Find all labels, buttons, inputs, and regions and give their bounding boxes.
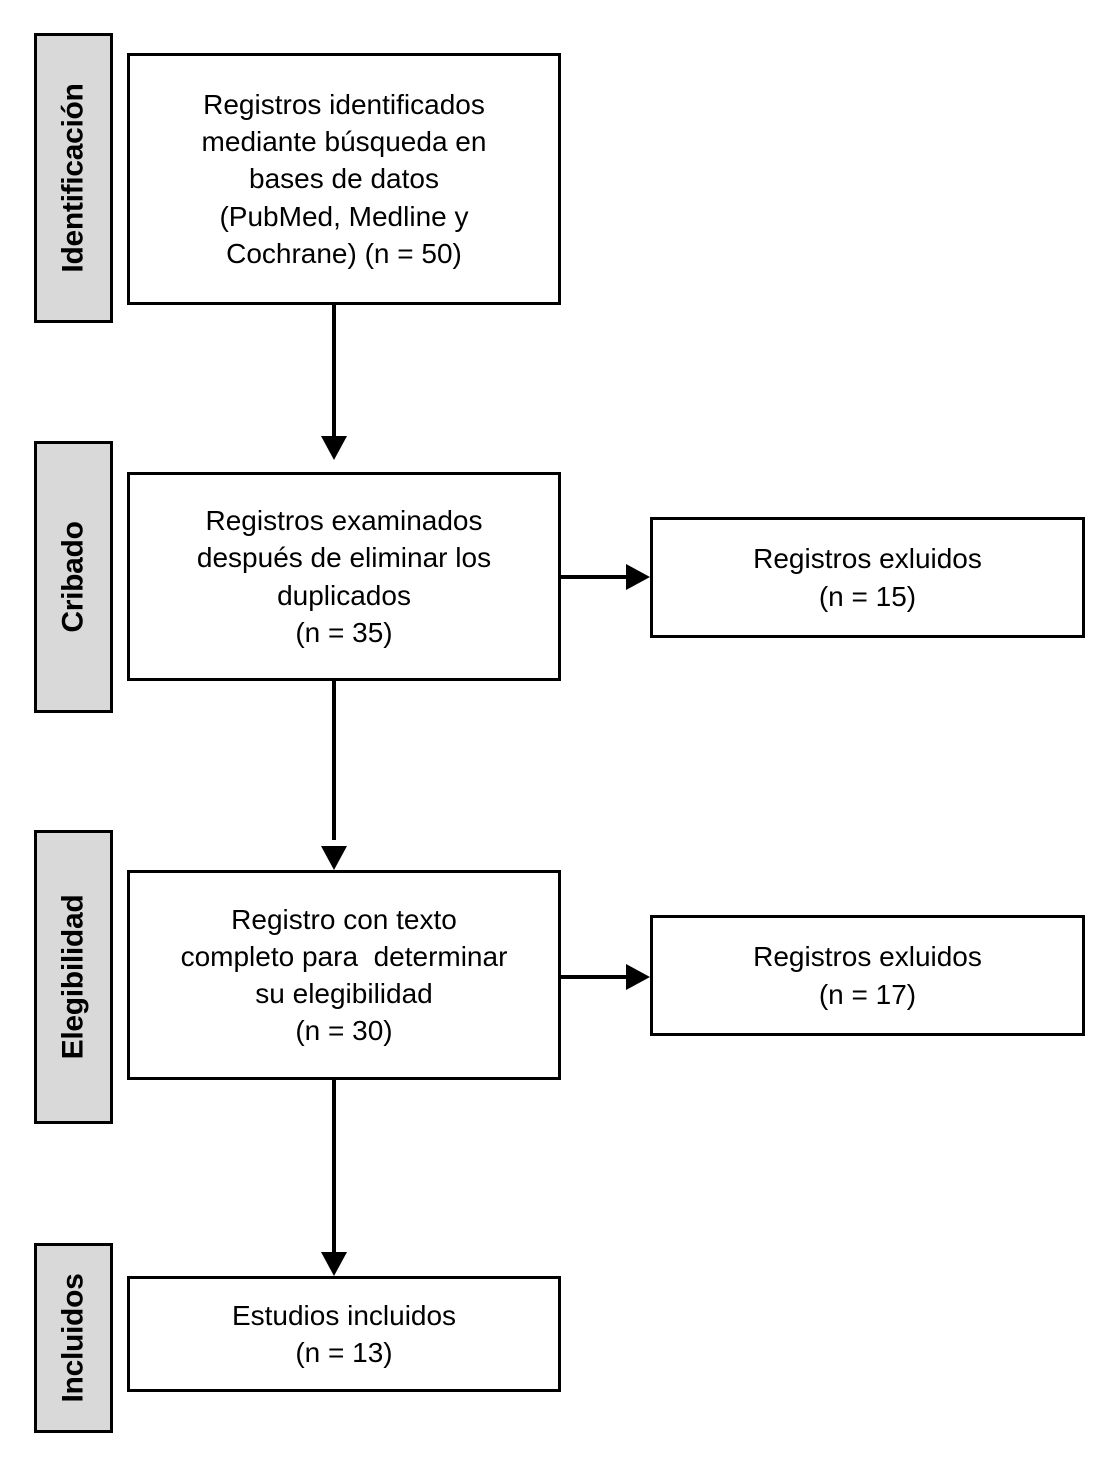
box-records-excluded-screening: Registros exluidos (n = 15) xyxy=(650,517,1085,638)
box-records-identified-line-2: mediante búsqueda en xyxy=(201,126,487,158)
box-full-text-assessed-line-1: Registro con texto xyxy=(231,903,457,935)
box-records-screened-line-1: Registros examinados xyxy=(205,505,483,537)
stage-bar-cribado: Cribado xyxy=(34,441,113,713)
box-records-identified-line-5: Cochrane) (n = 50) xyxy=(226,237,462,269)
box-records-excluded-screening-line-1: Registros exluidos xyxy=(753,543,982,575)
box-records-excluded-screening-line-2: (n = 15) xyxy=(818,580,917,612)
connector-eligibility-to-included xyxy=(332,1080,336,1252)
box-records-screened-line-2: después de eliminar los xyxy=(196,542,492,574)
stage-label-identificacion: Identificación xyxy=(56,83,90,273)
box-full-text-assessed-line-3: su elegibilidad xyxy=(255,978,433,1009)
stage-label-elegibilidad: Elegibilidad xyxy=(56,894,90,1060)
arrowhead-screened-to-excluded xyxy=(626,564,650,590)
box-records-excluded-eligibility: Registros exluidos (n = 17) xyxy=(650,915,1085,1036)
box-studies-included-line-1: Estudios incluidos xyxy=(231,1299,457,1331)
stage-bar-incluidos: Incluidos xyxy=(34,1243,113,1433)
stage-bar-identificacion: Identificación xyxy=(34,33,113,323)
arrowhead-identified-to-screened xyxy=(321,436,347,460)
arrowhead-eligibility-to-included xyxy=(321,1252,347,1276)
box-full-text-assessed-line-4: (n = 30) xyxy=(295,1015,393,1047)
box-records-identified-line-3: bases de datos xyxy=(249,163,439,195)
box-records-screened-line-4: (n = 35) xyxy=(295,616,393,648)
stage-bar-elegibilidad: Elegibilidad xyxy=(34,830,113,1124)
box-records-identified-line-1: Registros identificados xyxy=(203,88,485,120)
box-records-screened-line-3: duplicados xyxy=(277,579,411,611)
connector-eligibility-to-excluded xyxy=(561,975,631,979)
box-full-text-assessed-line-2: completo para determinar xyxy=(180,940,508,972)
box-full-text-assessed: Registro con texto completo para determi… xyxy=(127,870,561,1080)
arrowhead-screened-to-eligibility xyxy=(321,846,347,870)
arrowhead-eligibility-to-excluded xyxy=(626,964,650,990)
box-studies-included: Estudios incluidos (n = 13) xyxy=(127,1276,561,1392)
box-records-identified: Registros identificados mediante búsqued… xyxy=(127,53,561,305)
box-studies-included-line-2: (n = 13) xyxy=(295,1337,393,1368)
box-records-excluded-eligibility-line-2: (n = 17) xyxy=(818,978,917,1010)
stage-label-cribado: Cribado xyxy=(56,521,90,633)
connector-screened-to-eligibility xyxy=(332,681,336,840)
box-records-identified-line-4: (PubMed, Medline y xyxy=(219,200,469,232)
box-records-screened: Registros examinados después de eliminar… xyxy=(127,472,561,681)
connector-screened-to-excluded xyxy=(561,575,631,579)
stage-label-incluidos: Incluidos xyxy=(56,1273,90,1403)
box-records-excluded-eligibility-line-1: Registros exluidos xyxy=(753,941,982,973)
connector-identified-to-screened xyxy=(332,305,336,442)
